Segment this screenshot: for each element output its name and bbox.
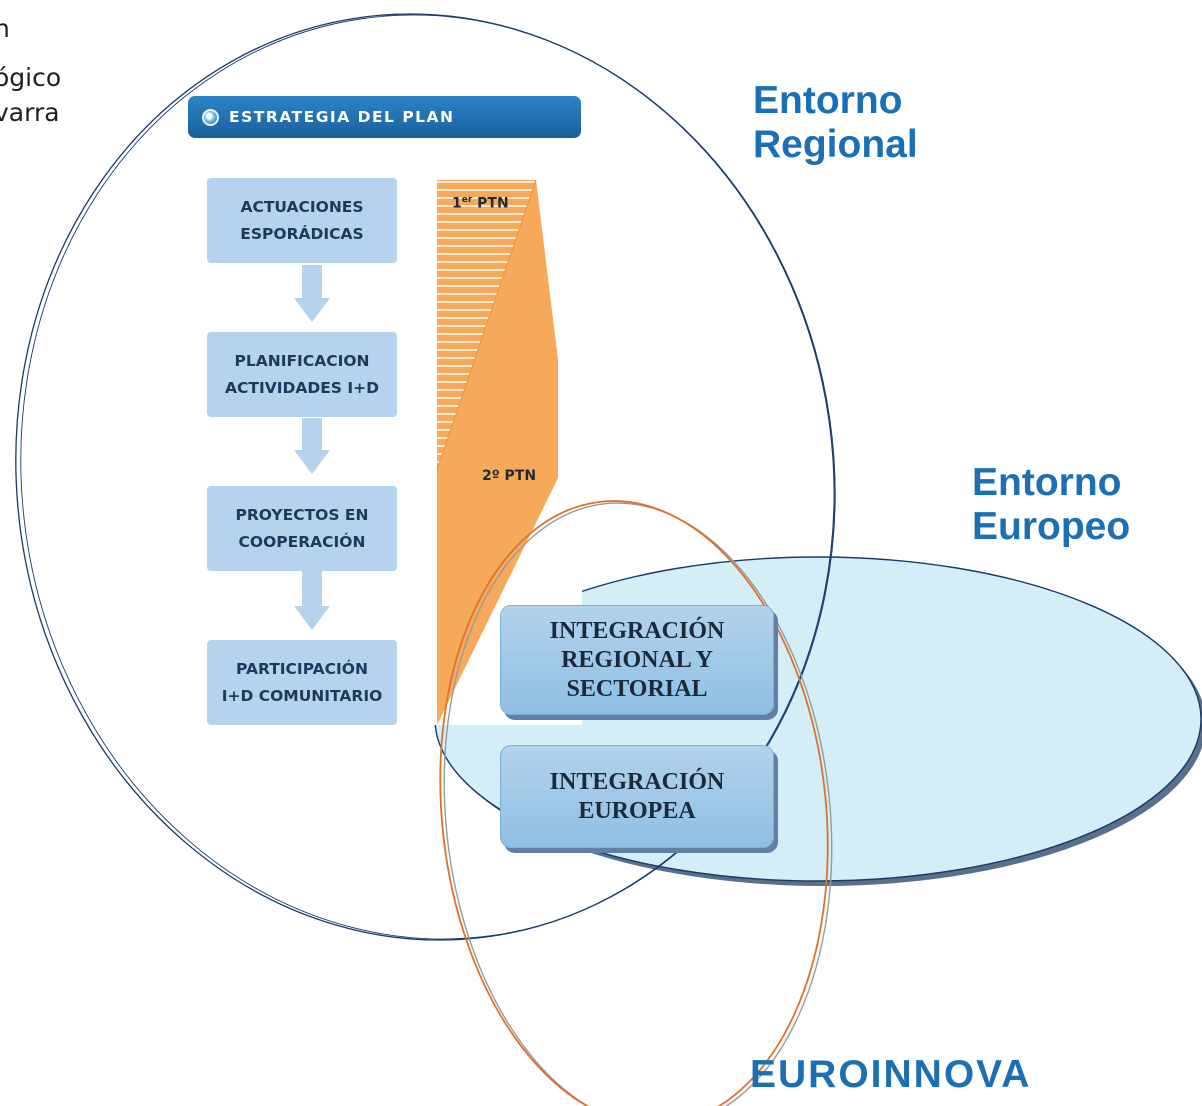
integracion-europea-box: INTEGRACIÓN EUROPEA [500, 745, 774, 848]
step-participacion: PARTICIPACIÓN I+D COMUNITARIO [207, 640, 397, 725]
label-line: Entorno [972, 461, 1122, 504]
step-line: ACTIVIDADES I+D [225, 378, 379, 397]
logo-line-2: ógico [0, 63, 62, 92]
ptn1-rest: PTN [472, 195, 509, 212]
label-line: Regional [753, 123, 918, 166]
integ-line: INTEGRACIÓN [549, 617, 725, 644]
step-line: PARTICIPACIÓN [236, 659, 368, 678]
integracion-regional-box: INTEGRACIÓN REGIONAL Y SECTORIAL [500, 605, 774, 715]
arrow-3 [294, 571, 330, 630]
euroinnova-ring [439, 500, 829, 1106]
bullet-icon [202, 108, 219, 126]
arrow-2 [294, 418, 330, 474]
step-line: ESPORÁDICAS [240, 224, 364, 243]
step-line: COOPERACIÓN [238, 532, 366, 551]
ptn1-label: 1er PTN [452, 195, 509, 212]
label-line: Entorno [753, 79, 903, 122]
euroinnova-ring-grey [443, 502, 833, 1106]
plan-header: ESTRATEGIA DEL PLAN [188, 96, 581, 138]
step-proyectos: PROYECTOS EN COOPERACIÓN [207, 486, 397, 571]
integ-line: REGIONAL Y [561, 646, 713, 673]
euroinnova-label: EUROINNOVA [750, 1053, 1032, 1096]
ptn1-sup: er [461, 195, 473, 205]
label-line: Europeo [972, 505, 1131, 548]
logo-line-1: n [0, 14, 10, 43]
arrow-1 [294, 265, 330, 322]
step-line: ACTUACIONES [240, 197, 364, 216]
ptn-divider [436, 179, 537, 471]
entorno-regional-label: Entorno Regional [753, 79, 918, 167]
integ-line: SECTORIAL [566, 675, 708, 702]
step-line: I+D COMUNITARIO [221, 686, 383, 705]
step-arrows [294, 265, 330, 630]
step-line: PLANIFICACION [234, 351, 370, 370]
entorno-europeo-label: Entorno Europeo [972, 461, 1130, 549]
ptn2-label: 2º PTN [482, 468, 537, 484]
logo-line-3: varra [0, 98, 60, 127]
regional-ellipse [15, 13, 835, 941]
step-actuaciones: ACTUACIONES ESPORÁDICAS [207, 178, 397, 263]
integ-line: EUROPEA [578, 797, 696, 824]
ptn1-base: 1 [452, 195, 462, 212]
integ-line: INTEGRACIÓN [549, 768, 725, 795]
plan-header-text: ESTRATEGIA DEL PLAN [229, 108, 455, 126]
regional-ellipse-inner [20, 14, 836, 940]
step-line: PROYECTOS EN [235, 505, 369, 524]
step-planificacion: PLANIFICACION ACTIVIDADES I+D [207, 332, 397, 417]
